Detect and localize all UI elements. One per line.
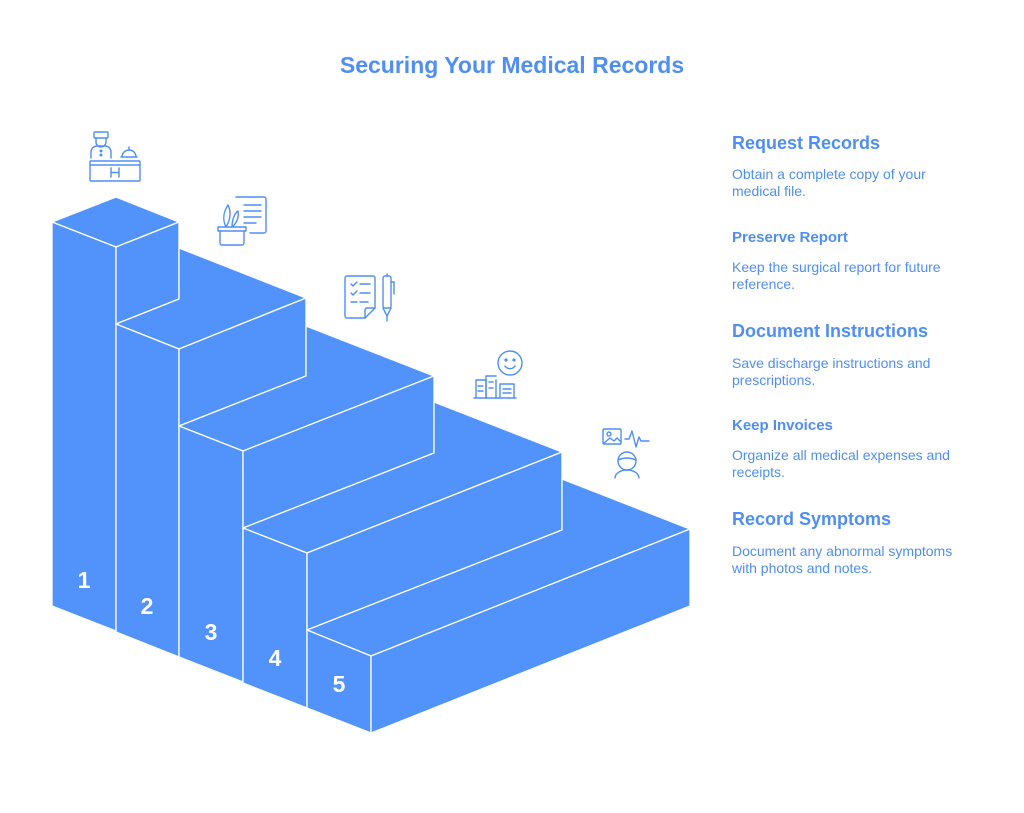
step-item-2: Preserve Report Keep the surgical report… xyxy=(732,229,1002,293)
invoices-receipts-icon xyxy=(472,348,528,402)
checklist-pen-icon xyxy=(343,272,399,324)
step-title-1: Request Records xyxy=(732,133,881,153)
stair-step-1 xyxy=(51,196,180,632)
step-title-3: Document Instructions xyxy=(732,321,929,341)
step-number-2: 2 xyxy=(141,593,154,619)
step-description-2: Keep the surgical report for future refe… xyxy=(732,259,941,292)
step-number-1: 1 xyxy=(78,567,91,593)
stair-step-4 xyxy=(242,401,563,709)
step-item-1: Request Records Obtain a complete copy o… xyxy=(732,133,1002,200)
step-item-4: Keep Invoices Organize all medical expen… xyxy=(732,417,1002,481)
step-description-1: Obtain a complete copy of your medical f… xyxy=(732,166,926,199)
surgical-report-icon xyxy=(216,195,270,247)
step-title-2: Preserve Report xyxy=(732,229,848,246)
step-item-3: Document Instructions Save discharge ins… xyxy=(732,321,1002,389)
step-number-4: 4 xyxy=(269,645,282,671)
hospital-reception-icon xyxy=(88,130,144,184)
step-title-4: Keep Invoices xyxy=(732,417,833,434)
step-description-5: Document any abnormal symptoms with phot… xyxy=(732,543,953,576)
stair-step-5 xyxy=(306,478,691,734)
stair-step-2 xyxy=(115,247,307,658)
step-item-5: Record Symptoms Document any abnormal sy… xyxy=(732,509,1002,577)
step-number-3: 3 xyxy=(205,619,218,645)
step-description-4: Organize all medical expenses and receip… xyxy=(732,447,950,480)
step-title-5: Record Symptoms xyxy=(732,509,892,529)
page-title: Securing Your Medical Records xyxy=(339,52,685,78)
symptom-photo-icon xyxy=(601,426,653,480)
step-number-5: 5 xyxy=(333,671,346,697)
step-description-3: Save discharge instructions and prescrip… xyxy=(732,355,931,388)
